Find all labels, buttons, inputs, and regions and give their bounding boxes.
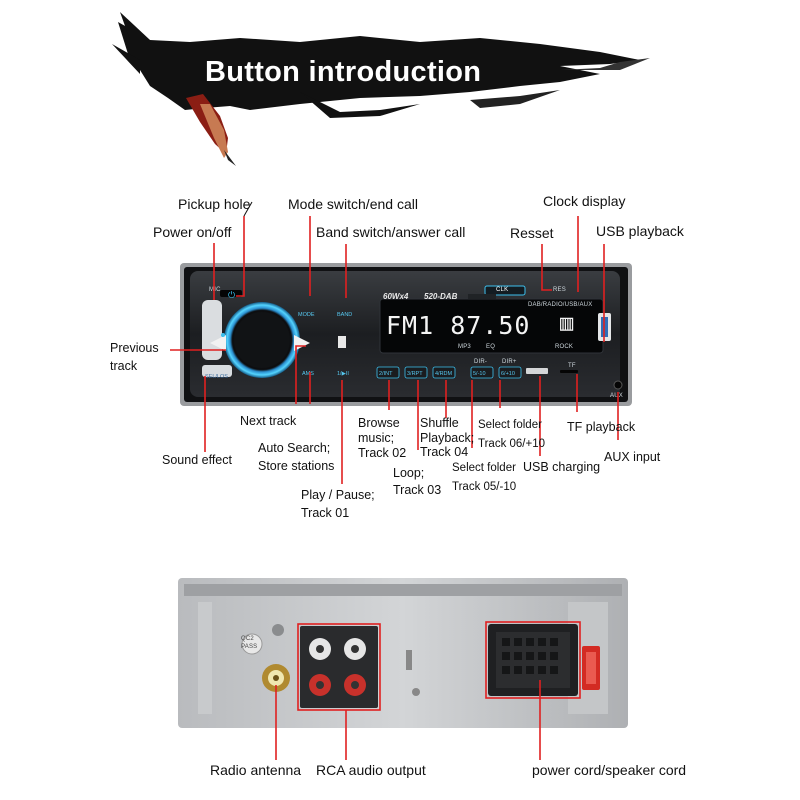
label-reset: Resset [510,225,554,241]
label-browse-3: Track 02 [358,446,407,460]
band-button[interactable]: BAND [337,312,353,318]
key-2-int[interactable]: 2/INT [379,371,393,377]
key-3-rpt[interactable]: 3/RPT [407,371,423,377]
label-next-track: Next track [240,414,297,428]
lcd-eq: EQ [486,344,496,350]
model-power: 60Wx4 [383,292,409,301]
res-label: RES [553,287,566,293]
label-power: Power on/off [153,224,232,240]
dir-minus-label: DIR- [474,359,488,365]
dir-plus-label: DIR+ [502,359,517,365]
label-radio-antenna: Radio antenna [210,762,302,778]
power-icon[interactable]: ⏻ [228,290,236,300]
lcd-spectrum-icon: ▥ [560,311,574,336]
ams-button[interactable]: AMS [302,371,314,377]
label-previous-track-1: Previous [110,341,159,355]
label-power-cord: power cord/speaker cord [532,762,687,778]
label-browse-2: music; [358,431,395,445]
lcd-mp3: MP3 [458,344,471,350]
label-pickup-hole: Pickup hole [178,196,251,212]
sel-los-button[interactable]: SEL/LOS [205,374,228,380]
mode-button[interactable]: MODE [298,312,315,318]
radio-front-panel: MIC RES CLK 60Wx4 520-DAB DAB/RADIO/USB/… [180,263,632,406]
model-name: 520-DAB [424,292,458,301]
back-panel-graphic [178,578,628,728]
page-title: Button introduction [205,56,482,88]
label-shuffle-2: Playback; [420,431,475,445]
label-band-switch: Band switch/answer call [316,224,466,240]
brush-stroke-graphic [112,12,650,166]
label-usb-charging: USB charging [523,460,601,474]
sources-label: DAB/RADIO/USB/AUX [528,302,593,308]
qc-sticker-line1: QC2 [241,636,254,642]
label-clock-display: Clock display [543,193,626,209]
label-auto-search-1: Auto Search; [258,441,331,455]
label-aux-input: AUX input [604,450,661,464]
qc-sticker-line2: PASS [241,644,258,650]
play-pause-button[interactable]: 1/▶II [337,371,349,377]
clk-button[interactable]: CLK [496,287,509,293]
label-select-down-2: Track 05/-10 [452,481,517,493]
label-rca-output: RCA audio output [316,762,426,778]
key-5-minus10[interactable]: 5/-10 [473,371,486,377]
label-shuffle-1: Shuffle [420,416,459,430]
label-mode-switch: Mode switch/end call [288,196,418,212]
label-previous-track-2: track [110,359,138,373]
label-browse-1: Browse [358,416,400,430]
label-select-up-2: Track 06/+10 [478,438,546,450]
key-4-rdm[interactable]: 4/RDM [435,371,453,377]
label-sound-effect: Sound effect [162,453,232,467]
radio-back-panel: QC2 PASS [178,578,628,728]
header-banner: Button introduction [0,0,800,170]
mic-label: MIC [209,287,221,293]
label-select-down-1: Select folder [452,462,516,474]
label-auto-search-2: Store stations [258,459,335,473]
label-loop-2: Track 03 [393,483,442,497]
key-6-plus10[interactable]: 6/+10 [501,371,515,377]
label-usb-playback: USB playback [596,223,684,239]
label-play-pause-1: Play / Pause; [301,488,375,502]
label-tf-playback: TF playback [567,420,636,434]
tf-label: TF [568,363,576,369]
label-select-up-1: Select folder [478,419,542,431]
aux-label: AUX [610,393,623,399]
label-loop-1: Loop; [393,466,425,480]
lcd-rock: ROCK [555,344,574,350]
label-shuffle-3: Track 04 [420,445,469,459]
lcd-frequency: FM1 87.50 [386,311,531,340]
label-play-pause-2: Track 01 [301,506,350,520]
